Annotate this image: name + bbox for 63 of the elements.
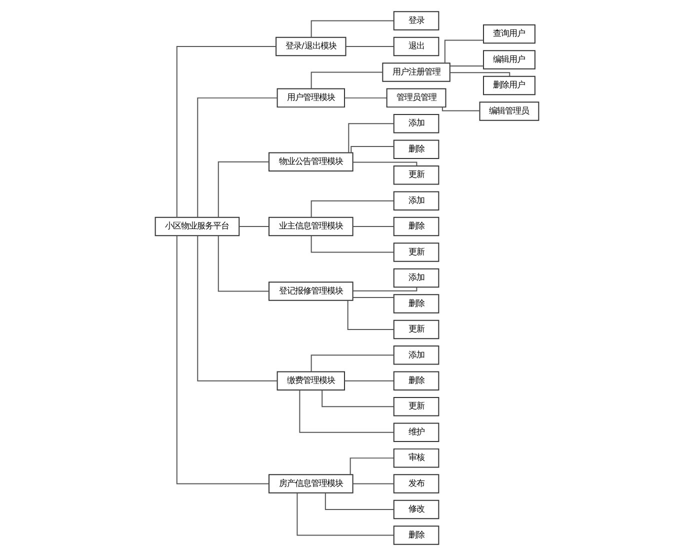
- node-box: 删除: [393, 216, 440, 236]
- node-box: 更新: [393, 165, 440, 185]
- connector: [299, 390, 394, 433]
- node-box: 退出: [393, 36, 440, 56]
- node-box: 删除: [393, 371, 440, 391]
- connector: [348, 123, 394, 154]
- connector: [218, 235, 270, 292]
- connector: [350, 458, 394, 475]
- connector: [324, 492, 394, 510]
- node-box: 删除: [393, 294, 440, 314]
- connector: [346, 46, 394, 47]
- connector: [352, 226, 394, 228]
- connector: [350, 146, 394, 153]
- connector: [238, 226, 270, 228]
- node-box: 添加: [393, 346, 440, 365]
- node-box: 查询用户: [483, 24, 536, 44]
- node-box: 修改: [393, 500, 440, 520]
- node-box: 用户管理模块: [276, 88, 345, 108]
- connector: [352, 297, 394, 298]
- connector: [218, 161, 270, 218]
- node-box: 添加: [393, 191, 440, 210]
- node-box: 编辑管理员: [479, 102, 540, 121]
- node-box: 业主信息管理模块: [268, 216, 354, 236]
- node-box: 删除用户: [483, 76, 536, 96]
- node-box: 用户注册管理: [382, 62, 450, 82]
- connector: [310, 72, 383, 90]
- connector: [352, 483, 394, 484]
- node-box: 维护: [393, 422, 440, 442]
- node-box: 更新: [393, 397, 440, 416]
- node-box: 更新: [393, 320, 440, 340]
- node-box: 发布: [393, 474, 440, 494]
- node-box: 小区物业服务平台: [154, 216, 240, 236]
- node-box: 审核: [393, 448, 440, 468]
- node-box: 缴费管理模块: [276, 371, 345, 391]
- node-box: 物业公告管理模块: [268, 152, 354, 172]
- connector: [344, 97, 388, 98]
- node-box: 房产信息管理模块: [268, 474, 354, 494]
- node-box: 编辑用户: [483, 50, 536, 70]
- connector: [310, 200, 394, 218]
- connector: [322, 390, 394, 408]
- node-box: 登记报修管理模块: [268, 282, 354, 301]
- node-box: 登录/退出模块: [276, 36, 346, 56]
- connector: [444, 40, 484, 64]
- node-box: 删除: [393, 526, 440, 545]
- node-box: 更新: [393, 242, 440, 262]
- node-box: 添加: [393, 114, 440, 134]
- connector: [450, 72, 510, 77]
- node-box: 登录: [393, 11, 440, 30]
- connector: [176, 235, 270, 484]
- connector: [344, 380, 394, 382]
- connector: [352, 286, 418, 292]
- node-box: 管理员管理: [386, 88, 446, 108]
- connector: [197, 235, 278, 382]
- node-box: 添加: [393, 268, 440, 288]
- connector: [310, 235, 394, 253]
- node-box: 删除: [393, 140, 440, 159]
- connector: [310, 20, 394, 38]
- connector: [296, 492, 394, 536]
- connector: [197, 97, 278, 218]
- connector: [347, 300, 394, 330]
- connector: [176, 46, 277, 218]
- connector: [442, 106, 480, 112]
- connector: [310, 354, 394, 372]
